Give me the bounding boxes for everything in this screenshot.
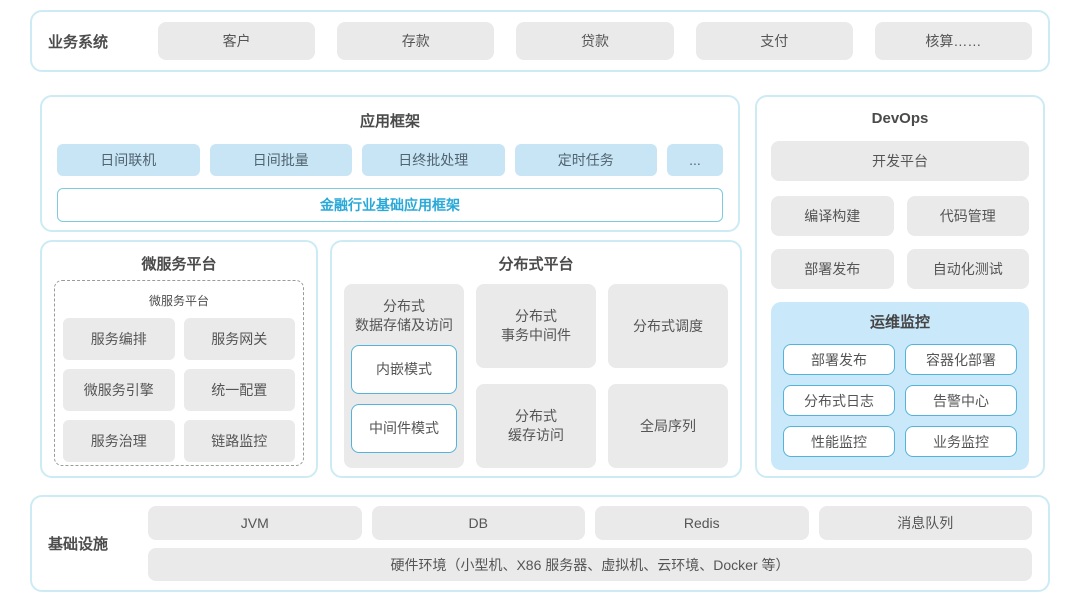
module-more: ...	[667, 144, 723, 176]
distributed-platform-panel: 分布式平台 分布式 数据存储及访问 内嵌模式 中间件模式 分布式 事务中间件 分…	[330, 240, 742, 478]
business-systems-panel: 业务系统 客户 存款 贷款 支付 核算……	[30, 10, 1050, 72]
storage-middleware-mode: 中间件模式	[351, 403, 457, 453]
ms-service-governance: 服务治理	[63, 420, 175, 462]
financial-base-framework: 金融行业基础应用框架	[57, 188, 723, 222]
application-framework-modules: 日间联机 日间批量 日终批处理 定时任务 ...	[57, 144, 723, 176]
business-item-deposit: 存款	[337, 22, 495, 60]
distributed-transaction-middleware: 分布式 事务中间件	[476, 284, 596, 368]
ms-service-gateway: 服务网关	[183, 318, 295, 360]
business-item-loan: 贷款	[516, 22, 674, 60]
ops-monitoring-group: 运维监控 部署发布 容器化部署 分布式日志 告警中心 性能监控 业务监控	[771, 302, 1029, 470]
microservice-platform-panel: 微服务平台 微服务平台 服务编排 服务网关 微服务引擎 统一配置 服务治理 链路…	[40, 240, 318, 478]
application-framework-title: 应用框架	[359, 113, 420, 130]
module-daytime-batch: 日间批量	[209, 144, 352, 176]
module-eod-batch: 日终批处理	[362, 144, 505, 176]
distributed-scheduling: 分布式调度	[608, 284, 728, 368]
distributed-right-column: 分布式调度 全局序列	[608, 284, 728, 468]
microservice-inner-title: 微服务平台	[148, 294, 209, 308]
distributed-columns: 分布式 数据存储及访问 内嵌模式 中间件模式 分布式 事务中间件 分布式 缓存访…	[332, 284, 740, 468]
infra-message-queue: 消息队列	[818, 506, 1032, 540]
devops-tools-grid: 编译构建 代码管理 部署发布 自动化测试	[771, 196, 1029, 289]
distributed-storage-group: 分布式 数据存储及访问 内嵌模式 中间件模式	[344, 284, 464, 468]
infra-hardware-environment: 硬件环境（小型机、X86 服务器、虚拟机、云环境、Docker 等）	[148, 548, 1032, 581]
infra-jvm: JVM	[148, 506, 362, 540]
infra-db: DB	[371, 506, 585, 540]
application-framework-panel: 应用框架 日间联机 日间批量 日终批处理 定时任务 ... 金融行业基础应用框架	[40, 95, 740, 232]
module-daytime-online: 日间联机	[57, 144, 200, 176]
mon-container-deploy: 容器化部署	[905, 344, 1017, 375]
business-systems-row: 客户 存款 贷款 支付 核算……	[158, 22, 1033, 60]
module-scheduled-tasks: 定时任务	[514, 144, 657, 176]
business-systems-label: 业务系统	[48, 33, 109, 51]
devops-deploy-release: 部署发布	[771, 249, 894, 289]
distributed-middle-column: 分布式 事务中间件 分布式 缓存访问	[476, 284, 596, 468]
ops-monitoring-title: 运维监控	[869, 314, 930, 331]
storage-embedded-mode: 内嵌模式	[351, 344, 457, 394]
devops-compile-build: 编译构建	[771, 196, 894, 236]
mon-alert-center: 告警中心	[905, 385, 1017, 416]
infrastructure-stack: JVM DB Redis 消息队列 硬件环境（小型机、X86 服务器、虚拟机、云…	[148, 506, 1032, 581]
devops-automated-testing: 自动化测试	[906, 249, 1029, 289]
distributed-storage-title: 分布式 数据存储及访问	[355, 298, 453, 333]
business-item-accounting: 核算……	[874, 22, 1033, 60]
ms-microservice-engine: 微服务引擎	[63, 369, 175, 411]
devops-dev-platform: 开发平台	[771, 141, 1029, 181]
global-sequence: 全局序列	[608, 384, 728, 468]
ms-unified-config: 统一配置	[183, 369, 295, 411]
infra-redis: Redis	[595, 506, 809, 540]
devops-title: DevOps	[871, 110, 929, 127]
infrastructure-label: 基础设施	[48, 536, 109, 553]
mon-performance-monitor: 性能监控	[783, 426, 895, 457]
mon-distributed-logs: 分布式日志	[783, 385, 895, 416]
ms-tracing-monitor: 链路监控	[183, 420, 295, 462]
ms-service-orchestration: 服务编排	[63, 318, 175, 360]
infrastructure-row: JVM DB Redis 消息队列	[148, 506, 1032, 540]
distributed-platform-title: 分布式平台	[498, 256, 574, 273]
microservice-inner-group: 微服务平台 服务编排 服务网关 微服务引擎 统一配置 服务治理 链路监控	[54, 280, 304, 466]
business-item-payment: 支付	[695, 22, 853, 60]
microservice-platform-title: 微服务平台	[141, 256, 217, 273]
mon-business-monitor: 业务监控	[905, 426, 1017, 457]
business-item-customer: 客户	[158, 22, 316, 60]
devops-panel: DevOps 开发平台 编译构建 代码管理 部署发布 自动化测试 运维监控 部署…	[755, 95, 1045, 478]
infrastructure-panel: 基础设施 JVM DB Redis 消息队列 硬件环境（小型机、X86 服务器、…	[30, 495, 1050, 592]
mon-deploy-release: 部署发布	[783, 344, 895, 375]
devops-code-management: 代码管理	[906, 196, 1029, 236]
ops-monitoring-grid: 部署发布 容器化部署 分布式日志 告警中心 性能监控 业务监控	[783, 344, 1017, 457]
distributed-cache-access: 分布式 缓存访问	[476, 384, 596, 468]
microservice-grid: 服务编排 服务网关 微服务引擎 统一配置 服务治理 链路监控	[63, 318, 295, 462]
